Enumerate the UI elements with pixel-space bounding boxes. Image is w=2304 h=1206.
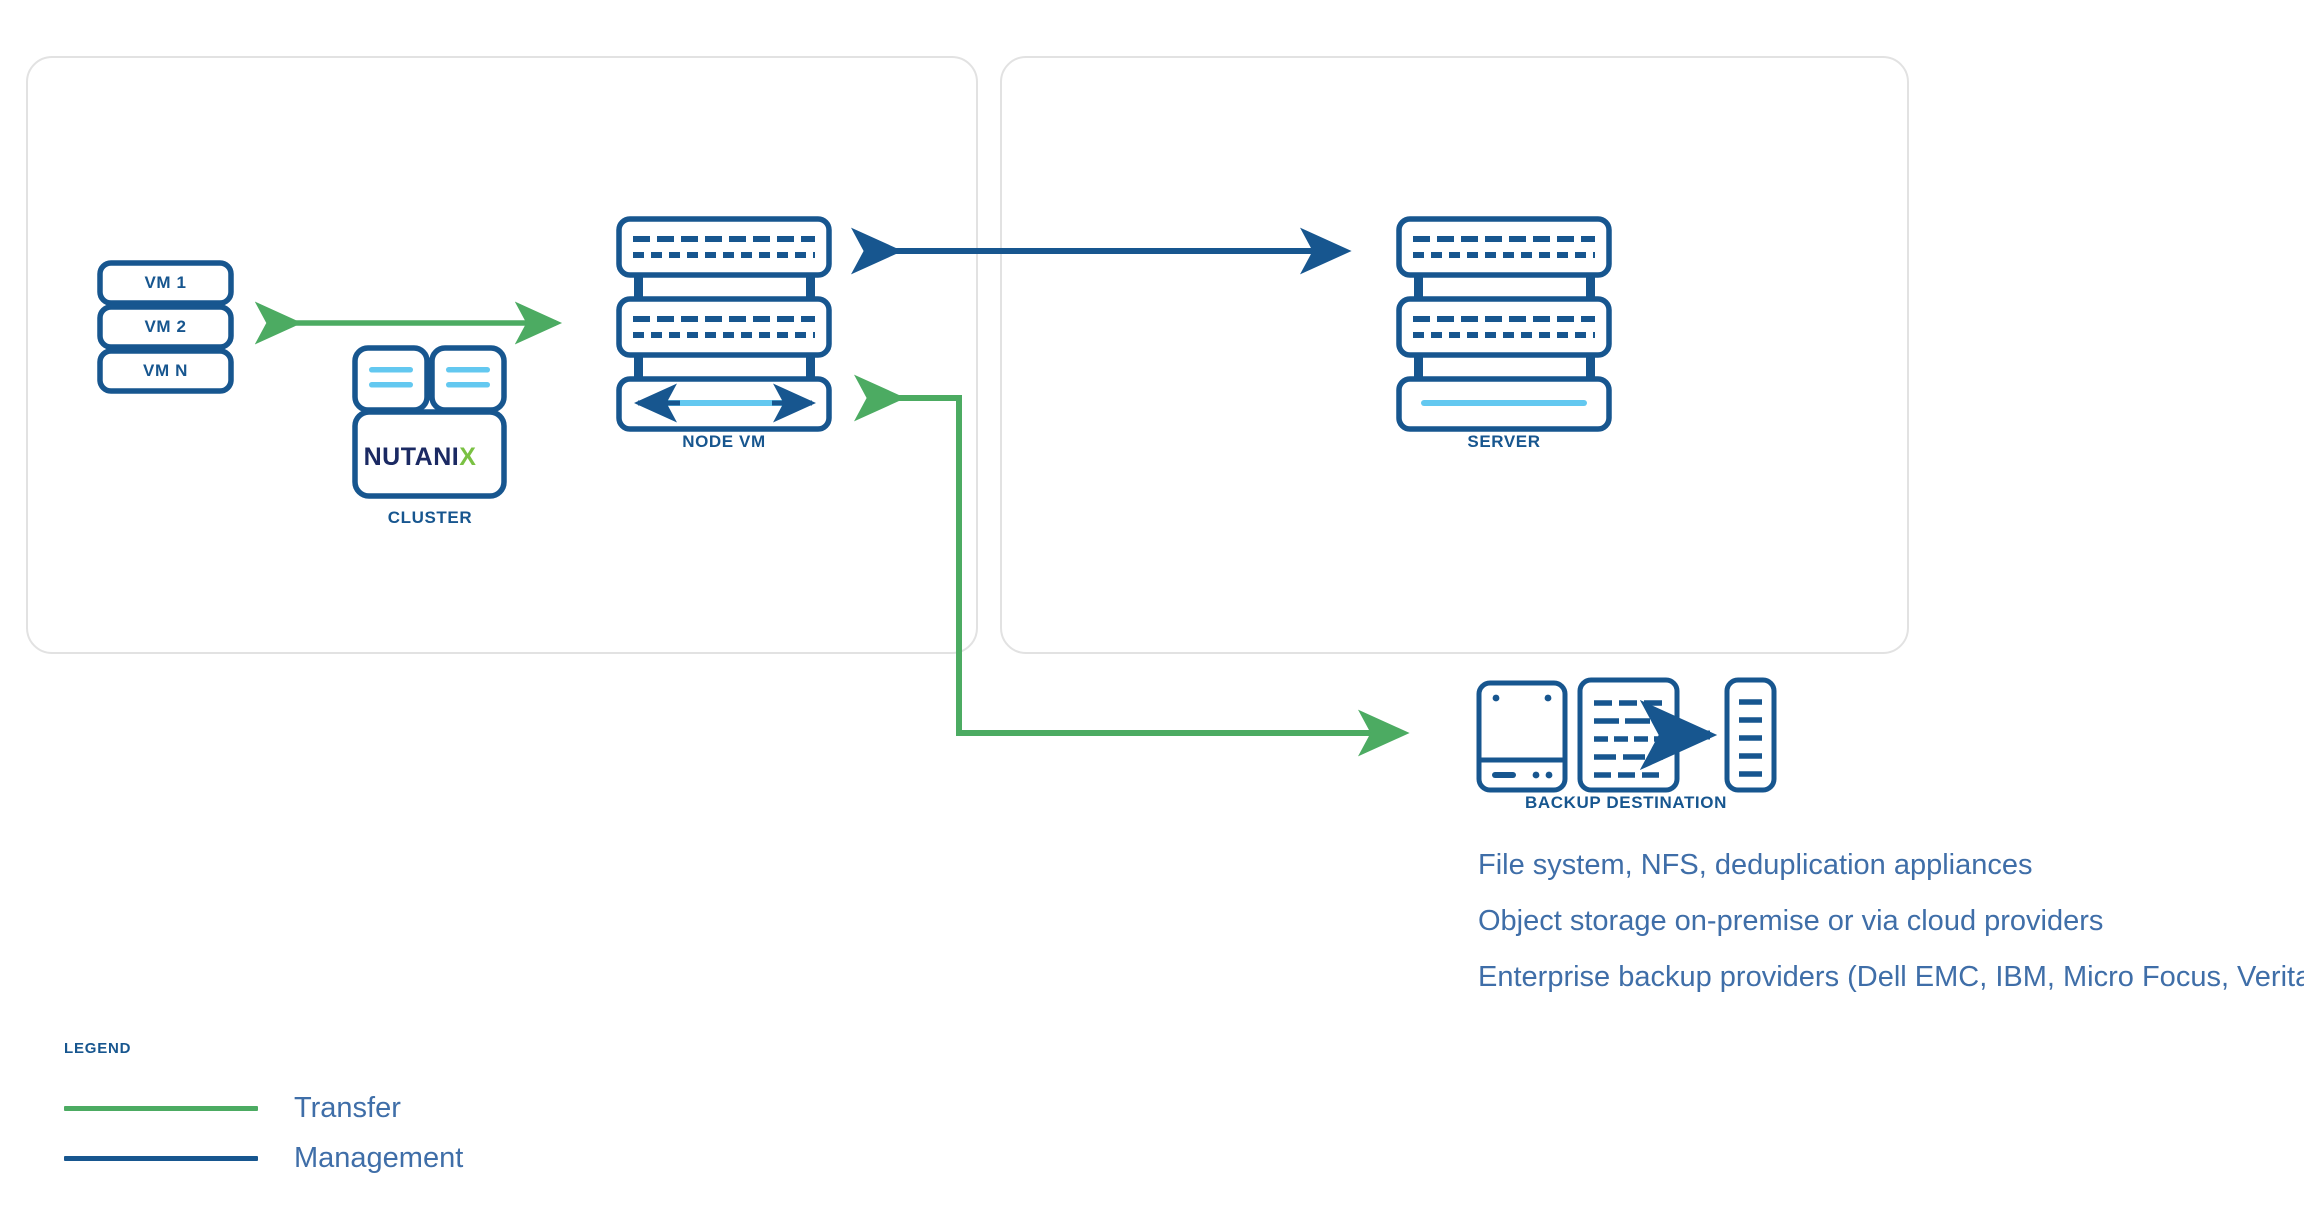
description-line: Object storage on-premise or via cloud p… [1478,905,2104,938]
backup-destination-label: BACKUP DESTINATION [1525,793,1727,812]
legend-label-transfer: Transfer [294,1091,401,1124]
vm-stack-item-2: VM 2 [144,317,187,336]
backup-destination-icon [1476,677,1777,793]
disk-drive-icon [1476,680,1568,793]
storage-array-icon [1577,677,1680,793]
node-vm-label: NODE VM [682,432,766,451]
legend: LEGEND Transfer Management [64,1040,463,1183]
legend-swatch-management [64,1155,258,1161]
description-line: File system, NFS, deduplication applianc… [1478,849,2033,881]
server-label: SERVER [1467,432,1541,451]
legend-title: LEGEND [64,1040,132,1057]
vm-stack-item-3: VM N [143,361,188,380]
cluster-label: CLUSTER [387,508,473,527]
legend-item-transfer: Transfer [64,1083,463,1133]
legend-item-management: Management [64,1133,463,1183]
target-environment-panel [1000,56,1909,654]
source-environment-panel [26,56,978,654]
backup-destination-description-list: File system, NFS, deduplication applianc… [1478,848,2304,1017]
legend-swatch-transfer [64,1105,258,1111]
vm-stack-item-1: VM 1 [144,273,187,292]
tape-vault-icon [1724,677,1777,793]
description-line: Enterprise backup providers (Dell EMC, I… [1478,961,2304,994]
legend-label-management: Management [294,1141,464,1174]
